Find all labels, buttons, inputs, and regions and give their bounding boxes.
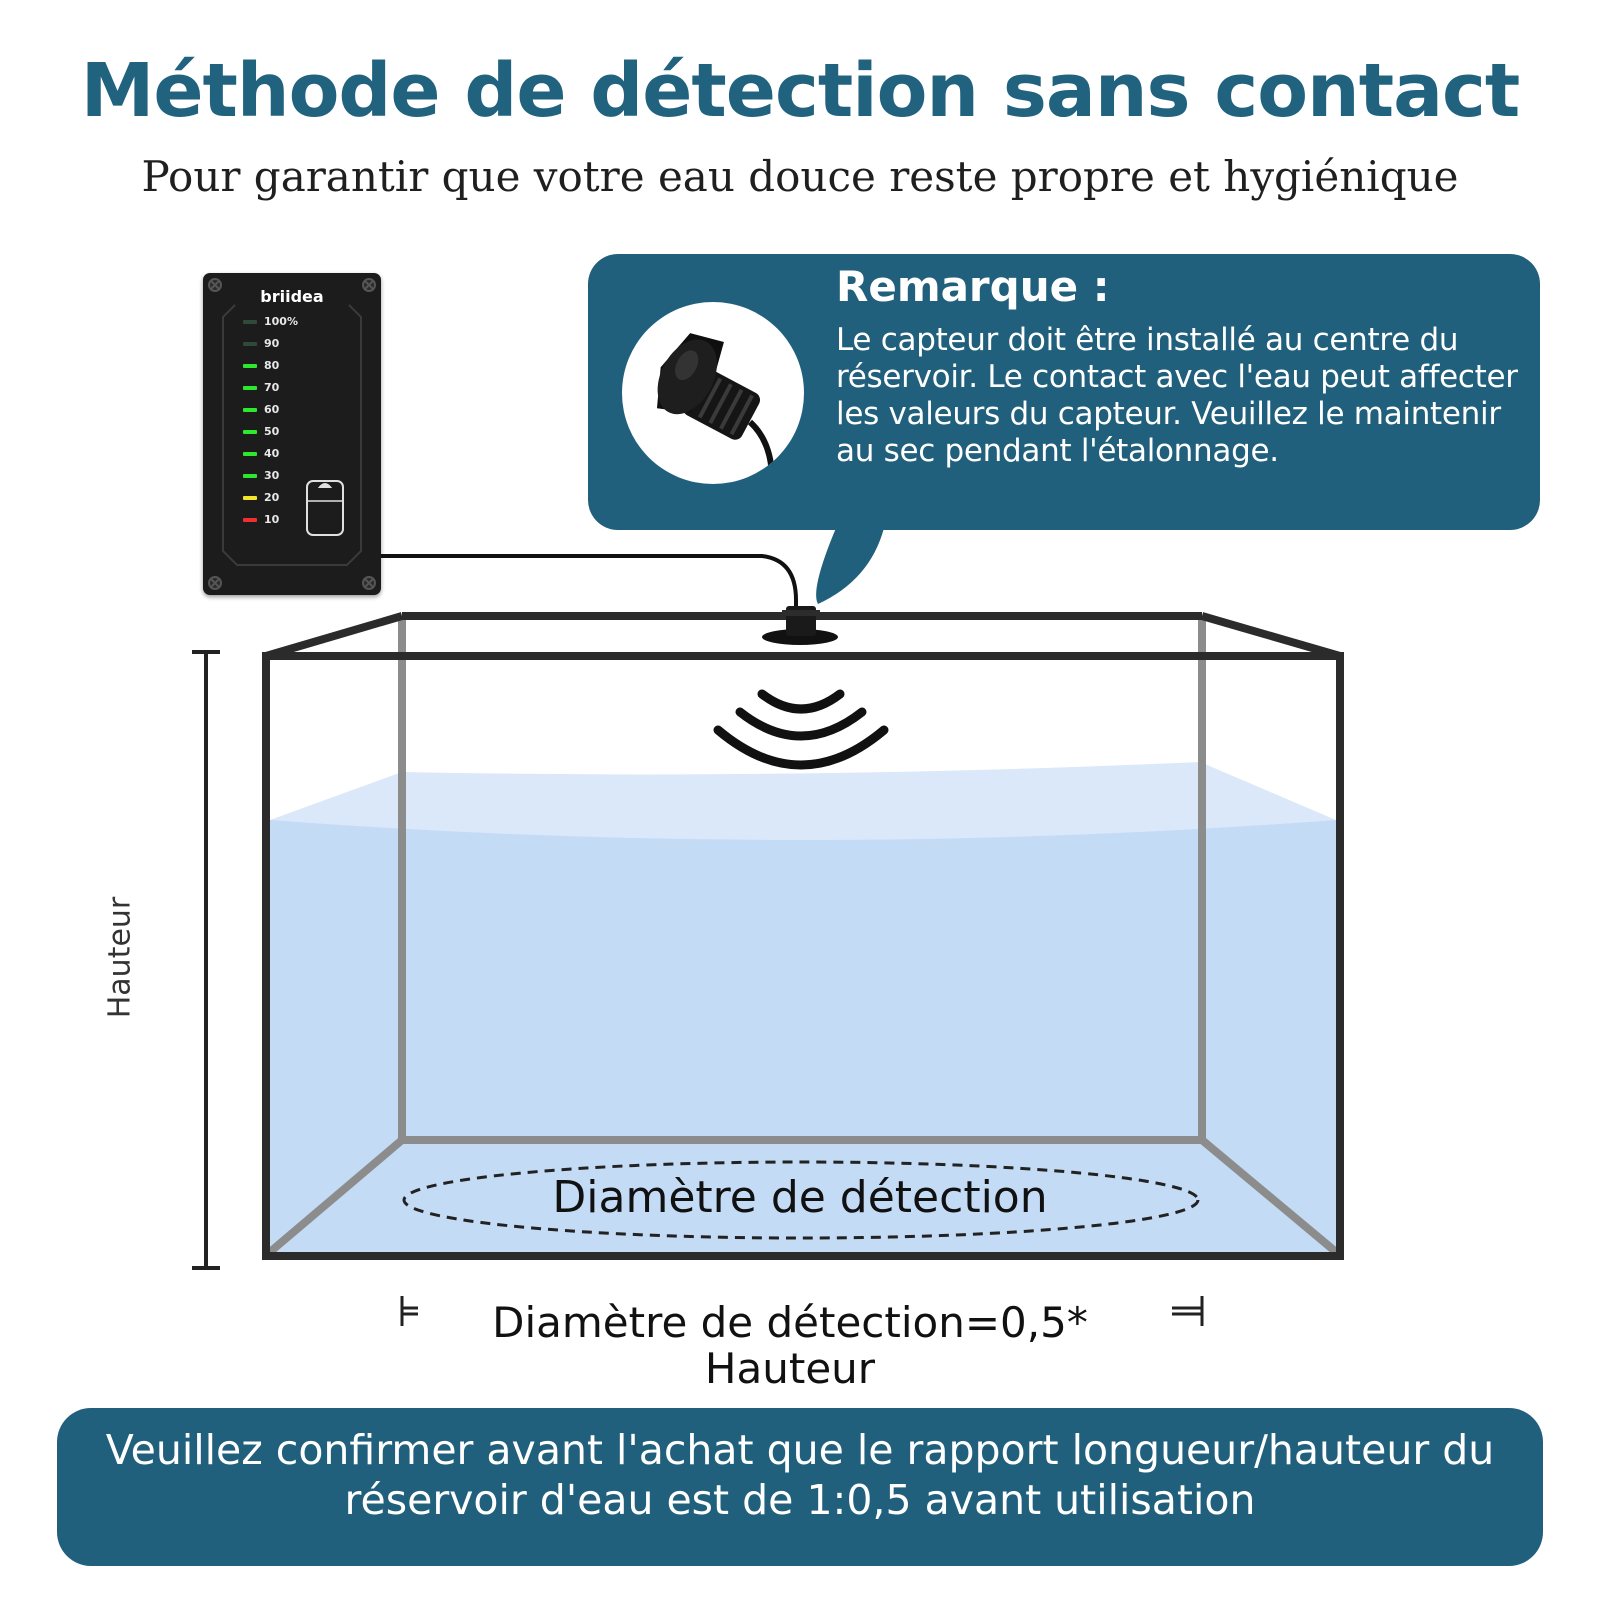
led-indicator bbox=[243, 408, 257, 412]
signal-wave-icon bbox=[713, 689, 889, 770]
led-label: 30 bbox=[264, 469, 280, 482]
led-indicator bbox=[243, 452, 257, 456]
device-frame bbox=[208, 278, 376, 590]
tank-back-frame bbox=[267, 616, 1339, 1256]
sensor-photo bbox=[622, 302, 804, 484]
led-indicator bbox=[243, 342, 257, 346]
page-subtitle: Pour garantir que votre eau douce reste … bbox=[141, 152, 1459, 201]
height-label: Hauteur bbox=[102, 896, 138, 1019]
led-indicator bbox=[243, 518, 257, 522]
detection-formula: Diamètre de détection=0,5* Hauteur bbox=[440, 1300, 1140, 1392]
tank-icon bbox=[306, 480, 344, 536]
led-indicator bbox=[243, 386, 257, 390]
led-label: 60 bbox=[264, 403, 280, 416]
sensor-cable bbox=[381, 554, 798, 612]
led-indicator bbox=[243, 364, 257, 368]
led-indicator bbox=[243, 430, 257, 434]
formula-line-2: Hauteur bbox=[704, 1344, 876, 1393]
sensor-mount bbox=[762, 606, 838, 645]
detection-diameter-label: Diamètre de détection bbox=[552, 1172, 1048, 1223]
banner-line-2: réservoir d'eau est de 1:0,5 avant utili… bbox=[344, 1476, 1256, 1524]
screw-icon bbox=[208, 278, 376, 590]
remark-title: Remarque : bbox=[836, 262, 1110, 311]
led-indicator bbox=[243, 474, 257, 478]
remark-text: Le capteur doit être installé au centre … bbox=[836, 322, 1518, 469]
formula-line-1: Diamètre de détection=0,5* bbox=[492, 1298, 1088, 1347]
brand-logo: briidea bbox=[260, 287, 324, 306]
ratio-banner-text: Veuillez confirmer avant l'achat que le … bbox=[57, 1425, 1543, 1525]
led-label: 20 bbox=[264, 491, 280, 504]
led-label: 10 bbox=[264, 513, 280, 526]
led-label: 40 bbox=[264, 447, 280, 460]
led-indicator bbox=[243, 496, 257, 500]
led-label: 90 bbox=[264, 337, 280, 350]
diameter-dimension-marks bbox=[400, 1296, 1204, 1326]
detection-ellipse bbox=[402, 1160, 1200, 1240]
led-indicator bbox=[243, 320, 257, 324]
led-label: 50 bbox=[264, 425, 280, 438]
banner-line-1: Veuillez confirmer avant l'achat que le … bbox=[105, 1426, 1495, 1474]
led-label: 100% bbox=[264, 315, 298, 328]
led-label: 80 bbox=[264, 359, 280, 372]
page-title: Méthode de détection sans contact bbox=[80, 48, 1521, 134]
sensor-icon bbox=[656, 333, 775, 481]
height-dimension-line bbox=[192, 650, 220, 1270]
ratio-banner bbox=[57, 1408, 1543, 1566]
led-label: 70 bbox=[264, 381, 280, 394]
level-display-device: briidea 100% 90 80 70 60 50 40 30 20 10 bbox=[203, 273, 381, 595]
